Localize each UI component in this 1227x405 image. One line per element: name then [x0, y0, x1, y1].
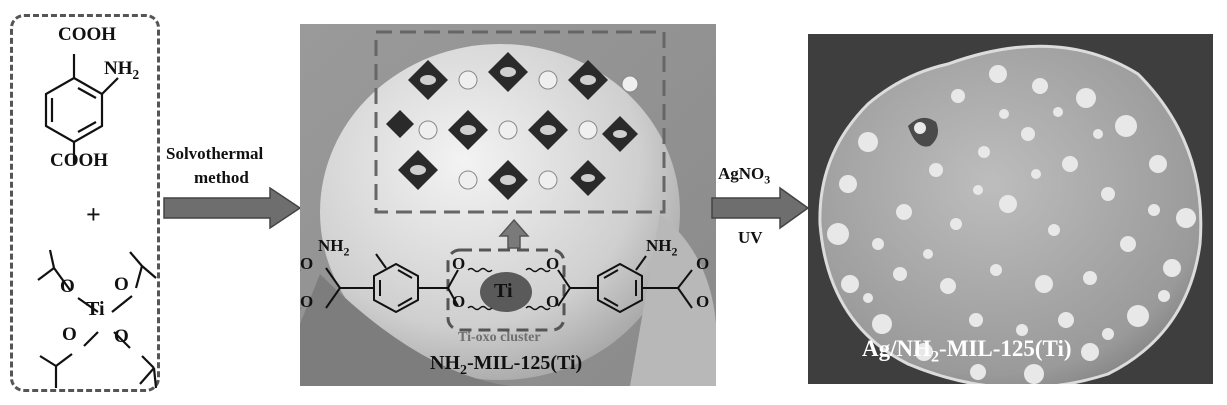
oxygen-label-1: O: [60, 276, 75, 297]
step2-reagent: AgNO3: [718, 164, 771, 187]
final-product-label: Ag/NH2-MIL-125(Ti): [862, 336, 1072, 366]
mof-oxygen-4: O: [546, 292, 560, 311]
mof-amine-right: NH2: [646, 236, 678, 259]
sem-image-mof: [300, 24, 716, 386]
sem-mof-graphic: [300, 24, 716, 386]
mof-oxygen-5: O: [300, 254, 314, 273]
linker-bottom-cooh: COOH: [50, 150, 109, 171]
cluster-caption: Ti-oxo cluster: [458, 330, 541, 345]
step1-label-line1: Solvothermal: [166, 144, 264, 163]
sem-ag-graphic: [808, 34, 1213, 384]
step2-condition: UV: [738, 228, 763, 247]
mof-oxygen-3: O: [546, 254, 560, 273]
aminoterephthalic-acid-structure: [37, 54, 158, 389]
bond-wiggles: [300, 267, 551, 311]
linker-top-cooh: COOH: [58, 24, 117, 45]
ag-nanoparticles: [827, 65, 1196, 384]
product-label: NH2-MIL-125(Ti): [430, 352, 583, 378]
mof-oxygen-1: O: [452, 254, 466, 273]
reactants-box: [10, 14, 160, 392]
arrow-agno3: [711, 186, 810, 230]
oxygen-label-4: O: [114, 326, 129, 347]
mof-oxygen-7: O: [696, 254, 710, 273]
mof-oxygen-2: O: [452, 292, 466, 311]
mof-oxygen-8: O: [696, 292, 710, 311]
plus-sign: +: [86, 200, 101, 229]
oxygen-label-2: O: [114, 274, 129, 295]
sem-image-ag-mof: [808, 34, 1213, 384]
arrow-solvothermal: [163, 186, 302, 230]
mof-amine-left: NH2: [318, 236, 350, 259]
mof-oxygen-6: O: [300, 292, 314, 311]
mof-lattice: [386, 52, 639, 200]
linker-amine: NH2: [104, 58, 140, 82]
oxygen-label-3: O: [62, 324, 77, 345]
ti-center: Ti: [86, 298, 105, 320]
cluster-ti-label: Ti: [494, 280, 513, 302]
step1-label-line2: method: [194, 168, 249, 187]
